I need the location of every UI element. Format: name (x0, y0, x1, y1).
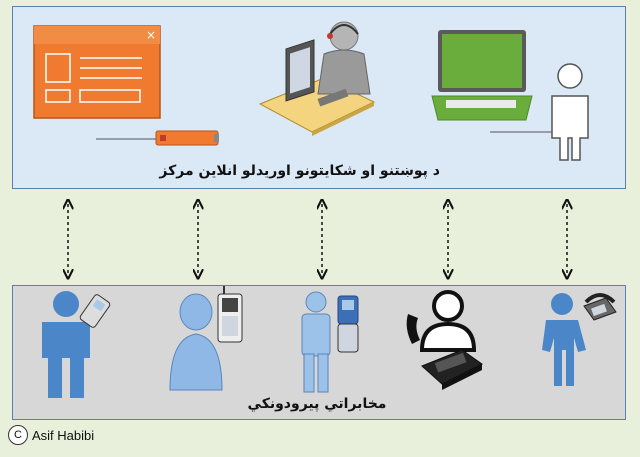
person-landline-icon (542, 293, 617, 386)
online-center-title: د پوښتنو او شکایتونو اوریدلو انلاین مرکز (159, 163, 440, 179)
person-mobile-phone-icon (42, 291, 111, 398)
person-flip-phone-icon (301, 291, 359, 393)
copyright-badge: C (8, 425, 28, 445)
person-cellphone-icon (169, 286, 243, 391)
browser-window-icon: × (33, 25, 219, 146)
laptop-icon (431, 30, 533, 121)
workstation-user-icon (490, 63, 589, 161)
connectors-layer (0, 196, 640, 280)
customers-title: مخابراتي پيرودونکي (247, 396, 387, 412)
person-desk-phone-icon (406, 290, 483, 390)
author-credit: C Asif Habibi (8, 424, 94, 446)
author-name: Asif Habibi (32, 427, 95, 443)
svg-text:×: × (146, 28, 156, 42)
call-center-operator-icon (258, 21, 376, 136)
